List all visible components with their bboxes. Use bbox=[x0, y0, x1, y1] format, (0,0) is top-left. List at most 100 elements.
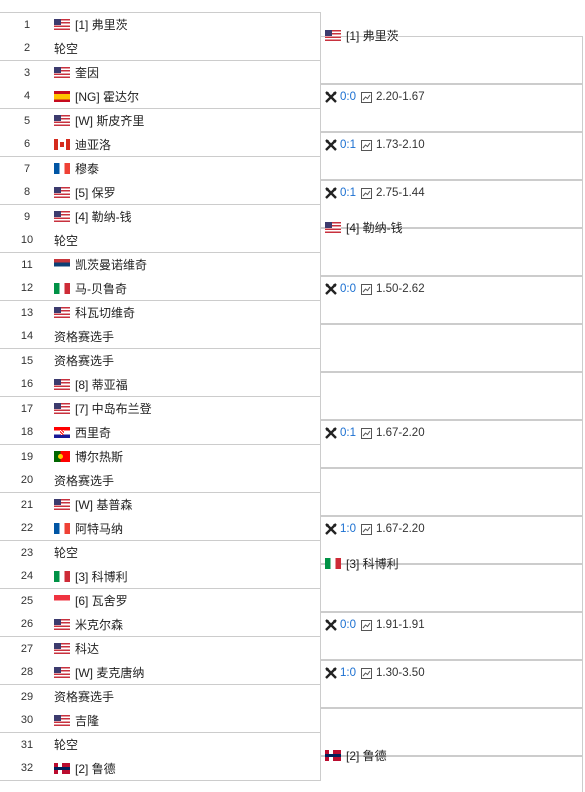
player-entry[interactable]: 资格赛选手 bbox=[54, 328, 114, 345]
head-to-head-icon[interactable] bbox=[325, 91, 337, 103]
player-entry[interactable]: [8] 蒂亚福 bbox=[54, 376, 128, 393]
player-name: 轮空 bbox=[54, 546, 79, 560]
player-entry[interactable]: 轮空 bbox=[54, 40, 78, 57]
advancing-player[interactable]: [2] 鲁德 bbox=[325, 745, 387, 765]
draw-position: 25 bbox=[20, 594, 34, 607]
sg-flag-icon bbox=[54, 595, 70, 606]
player-entry[interactable]: 奎因 bbox=[54, 64, 99, 81]
us-flag-icon bbox=[54, 67, 70, 78]
draw-position: 12 bbox=[20, 282, 34, 294]
player-entry[interactable]: 轮空 bbox=[54, 232, 78, 249]
player-entry[interactable]: [4] 勒纳-钱 bbox=[54, 208, 132, 225]
bracket-row: 16[8] 蒂亚福 bbox=[0, 372, 320, 396]
head-to-head-icon[interactable] bbox=[325, 427, 337, 439]
player-entry[interactable]: 西里奇 bbox=[54, 424, 111, 441]
player-name: [W] 基普森 bbox=[75, 498, 133, 512]
no-flag-icon bbox=[54, 762, 70, 774]
player-entry[interactable]: 阿特马纳 bbox=[54, 520, 123, 537]
advancing-player[interactable]: [4] 勒纳-钱 bbox=[325, 217, 403, 237]
head-to-head-icon[interactable] bbox=[325, 523, 337, 535]
odds-chart-icon[interactable] bbox=[361, 91, 372, 103]
player-entry[interactable]: 资格赛选手 bbox=[54, 688, 114, 705]
odds-chart-icon[interactable] bbox=[361, 139, 372, 151]
player-entry[interactable]: 科达 bbox=[54, 640, 99, 657]
player-entry[interactable]: [1] 弗里茨 bbox=[54, 16, 128, 33]
odds-chart-icon[interactable] bbox=[361, 427, 372, 439]
player-entry[interactable]: 博尔热斯 bbox=[54, 448, 123, 465]
h2h-score[interactable]: 0:0 bbox=[340, 283, 356, 295]
player-entry[interactable]: 资格赛选手 bbox=[54, 352, 114, 369]
player-entry[interactable]: 马-贝鲁奇 bbox=[54, 280, 127, 297]
player-name: 科达 bbox=[75, 642, 100, 656]
player-entry[interactable]: [5] 保罗 bbox=[54, 184, 116, 201]
draw-position: 27 bbox=[20, 642, 34, 655]
player-name: [8] 蒂亚福 bbox=[75, 377, 128, 392]
head-to-head-icon[interactable] bbox=[325, 667, 337, 679]
player-entry[interactable]: 穆泰 bbox=[54, 160, 99, 177]
head-to-head-icon[interactable] bbox=[325, 619, 337, 631]
h2h-score[interactable]: 1:0 bbox=[340, 523, 356, 535]
hr-flag-icon bbox=[54, 426, 70, 438]
odds-chart-icon[interactable] bbox=[361, 187, 372, 199]
player-name: 马-贝鲁奇 bbox=[75, 281, 127, 296]
draw-position: 13 bbox=[20, 306, 34, 319]
player-entry[interactable]: 米克尔森 bbox=[54, 616, 123, 633]
head-to-head-icon[interactable] bbox=[325, 283, 337, 295]
player-entry[interactable]: 资格赛选手 bbox=[54, 472, 114, 489]
player-entry[interactable]: 迪亚洛 bbox=[54, 136, 111, 153]
player-entry[interactable]: [W] 斯皮齐里 bbox=[54, 112, 144, 129]
h2h-score[interactable]: 0:0 bbox=[340, 619, 356, 631]
head-to-head-icon[interactable] bbox=[325, 139, 337, 151]
player-entry[interactable]: [2] 鲁德 bbox=[54, 760, 116, 777]
player-entry[interactable]: [W] 麦克唐纳 bbox=[54, 664, 144, 681]
player-name: 科瓦切维奇 bbox=[75, 306, 136, 320]
odds-chart-icon[interactable] bbox=[361, 523, 372, 535]
odds-chart-icon[interactable] bbox=[361, 283, 372, 295]
player-entry[interactable]: [W] 基普森 bbox=[54, 496, 132, 513]
player-name: [3] 科博利 bbox=[75, 569, 128, 584]
player-entry[interactable]: 科瓦切维奇 bbox=[54, 304, 135, 321]
bracket-row: 24[3] 科博利 bbox=[0, 564, 320, 588]
player-entry[interactable]: 轮空 bbox=[54, 544, 78, 561]
player-entry[interactable]: 轮空 bbox=[54, 736, 78, 753]
h2h-score[interactable]: 0:1 bbox=[340, 427, 356, 439]
us-flag-icon bbox=[54, 499, 70, 510]
player-entry[interactable]: [NG] 霍达尔 bbox=[54, 88, 139, 105]
advancing-player[interactable]: [1] 弗里茨 bbox=[325, 25, 399, 45]
draw-position: 18 bbox=[20, 426, 34, 438]
player-name: [2] 鲁德 bbox=[346, 748, 387, 763]
player-entry[interactable]: [6] 瓦舍罗 bbox=[54, 592, 128, 609]
player-entry[interactable]: 凯茨曼诺维奇 bbox=[54, 256, 147, 273]
player-entry[interactable]: [7] 中岛布兰登 bbox=[54, 400, 152, 417]
head-to-head-icon[interactable] bbox=[325, 187, 337, 199]
h2h-score[interactable]: 1:0 bbox=[340, 667, 356, 679]
odds-chart-icon[interactable] bbox=[361, 619, 372, 631]
player-entry[interactable]: [3] 科博利 bbox=[54, 568, 128, 585]
round2-slot: [1] 弗里茨 bbox=[321, 29, 583, 84]
h2h-score[interactable]: 0:1 bbox=[340, 187, 356, 199]
player-name: 博尔热斯 bbox=[75, 450, 124, 464]
h2h-score[interactable]: 0:1 bbox=[340, 139, 356, 151]
h2h-score[interactable]: 0:0 bbox=[340, 91, 356, 103]
odds-chart-icon[interactable] bbox=[361, 667, 372, 679]
advancing-player[interactable]: [3] 科博利 bbox=[325, 553, 399, 573]
draw-position: 17 bbox=[20, 402, 34, 415]
it-flag-icon bbox=[54, 570, 70, 582]
player-entry[interactable]: 吉隆 bbox=[54, 712, 99, 729]
player-name: 米克尔森 bbox=[75, 617, 124, 632]
